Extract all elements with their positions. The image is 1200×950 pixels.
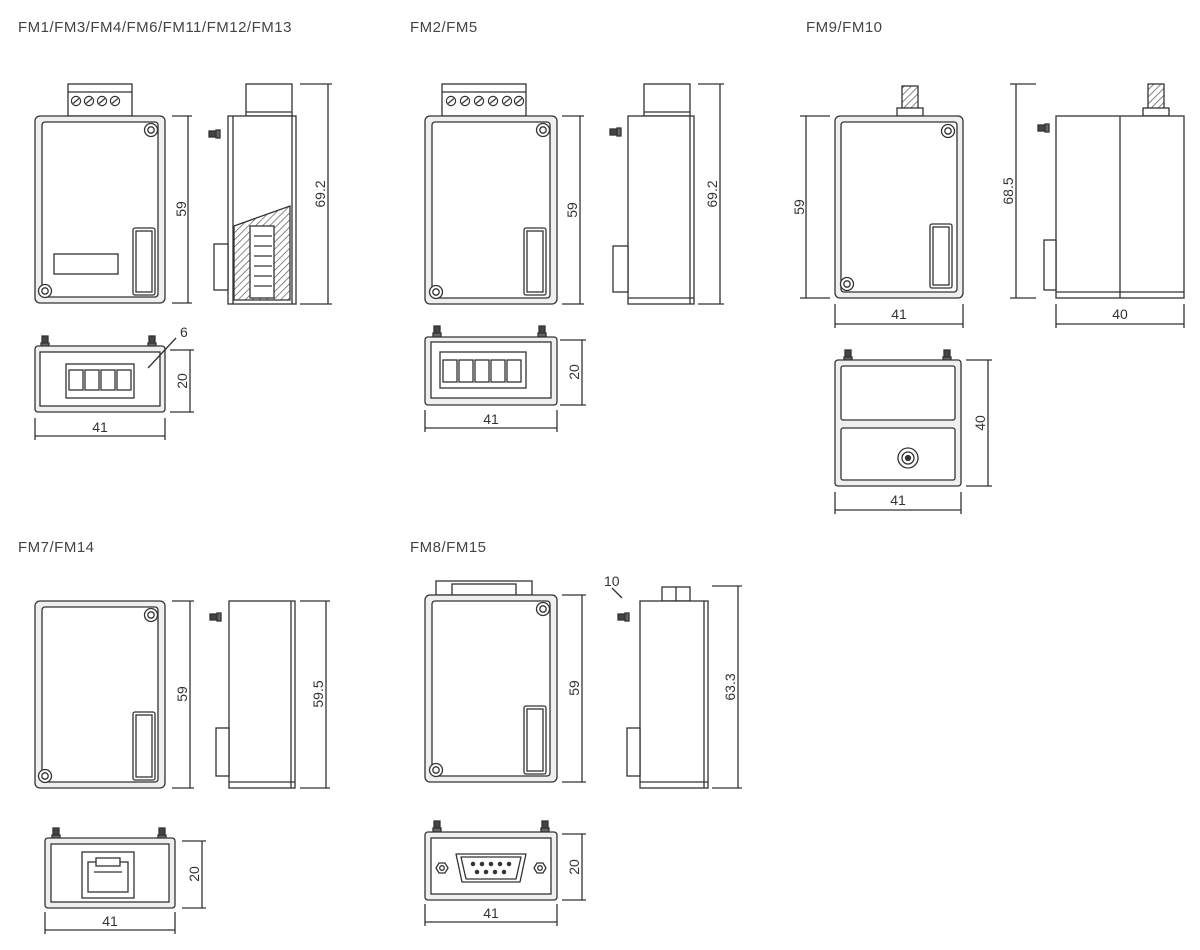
dimension-height: 20 [174,373,190,389]
dimension-width: 41 [890,492,906,508]
dimension-height: 20 [566,364,582,380]
group-fm7-fm14: FM7/FM14 59 59.5 [18,539,330,934]
group-fm8-fm15: FM8/FM15 59 10 [410,539,742,926]
dimension-height: 69.2 [704,180,720,207]
dimension-height: 40 [972,415,988,431]
dimension-height: 59 [566,680,582,696]
group-label: FM7/FM14 [18,539,95,556]
dimension-height: 59 [173,201,189,217]
group-label: FM1/FM3/FM4/FM6/FM11/FM12/FM13 [18,19,292,36]
dimension-height: 20 [186,866,202,882]
group-fm2-fm5: FM2/FM5 59 [410,19,724,432]
callout-number: 6 [180,324,188,340]
bottom-view: 6 20 41 [34,324,194,440]
bottom-view: 40 41 [834,349,992,514]
side-view: 69.2 [208,83,332,305]
front-view: 59 [34,83,192,304]
side-view: 59.5 [209,600,330,789]
front-view: 59 [34,600,194,789]
group-label: FM8/FM15 [410,539,487,556]
side-view: 68.5 40 [1000,83,1185,328]
dimension-height: 59 [791,199,807,215]
bottom-view: 20 41 [424,820,586,926]
dimension-width: 41 [483,411,499,427]
side-view: 69.2 [609,83,724,305]
group-fm1-fm3: FM1/FM3/FM4/FM6/FM11/FM12/FM13 59 [18,19,332,440]
group-label: FM2/FM5 [410,19,478,36]
callout-number: 10 [604,573,620,589]
side-view: 10 63.3 [604,573,742,789]
dimension-height: 59.5 [310,680,326,707]
dimension-width: 40 [1112,306,1128,322]
bottom-view: 20 41 [44,827,206,934]
front-view: 59 41 [791,85,964,328]
dimension-height: 63.3 [722,673,738,700]
dimension-height: 59 [174,686,190,702]
dimension-height: 59 [564,202,580,218]
front-view: 59 [424,580,586,783]
dimension-height: 69.2 [312,180,328,207]
dimension-height: 20 [566,859,582,875]
group-fm9-fm10: FM9/FM10 59 41 [791,19,1185,514]
front-view: 59 [424,83,584,305]
dimension-width: 41 [483,905,499,921]
group-label: FM9/FM10 [806,19,883,36]
dimension-width: 41 [891,306,907,322]
dimension-height: 68.5 [1000,177,1016,204]
dimension-width: 41 [102,913,118,929]
dimension-width: 41 [92,419,108,435]
bottom-view: 20 41 [424,325,586,432]
